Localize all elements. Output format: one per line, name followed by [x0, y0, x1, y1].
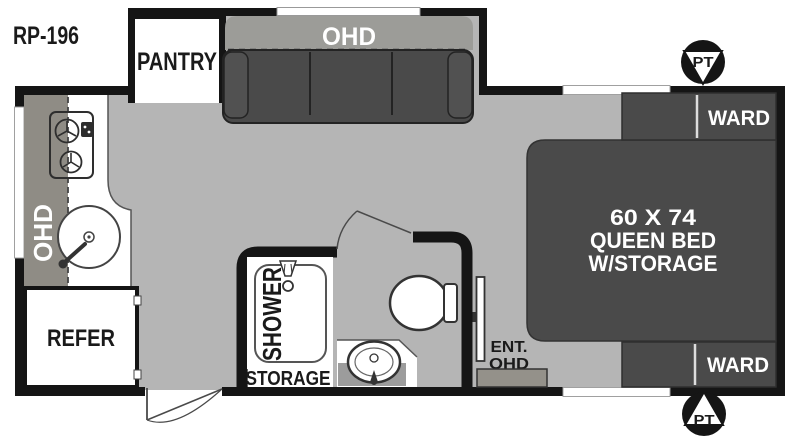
pantry-wall-left [128, 13, 135, 103]
pt-badge-top-label: PT [693, 54, 714, 71]
sofa-ohd-label: OHD [322, 23, 376, 51]
top-wall-left [15, 86, 136, 95]
bathroom-wall-right [413, 231, 473, 392]
bed-label-line2: QUEEN BED [590, 228, 716, 253]
sofa [222, 49, 474, 124]
kitchen-sink-drain-dot [87, 235, 91, 239]
top-window [562, 85, 671, 95]
bathroom-door-arc [336, 210, 358, 250]
storage-label: STORAGE [246, 368, 331, 390]
stove-burner-grate [62, 153, 80, 168]
refrigerator [23, 286, 139, 389]
bath-sink-drain [369, 353, 379, 363]
toilet-tank [443, 283, 458, 323]
pt-badge-bottom-label: PT [694, 412, 715, 429]
ent-ohd-label-line1: ENT. [491, 339, 528, 356]
left-window [14, 106, 25, 259]
stove-burner [59, 150, 83, 174]
right-wall [776, 86, 785, 396]
pantry [134, 15, 220, 103]
stove-knob [83, 125, 87, 129]
kitchen-ohd-label: OHD [28, 204, 58, 262]
entry-door-arc [146, 388, 223, 423]
ward-bottom-label: WARD [707, 354, 769, 377]
shower-label: SHOWER [257, 267, 287, 361]
entry-door-chord [146, 388, 223, 421]
stove [49, 111, 94, 179]
pt-badge-top: PT [681, 40, 725, 87]
pantry-label: PANTRY [137, 48, 217, 76]
pt-badge-bottom: PT [682, 389, 726, 436]
stove-knob [87, 130, 91, 134]
stove-burner-grate [57, 121, 77, 137]
shower-head-spray [283, 263, 293, 275]
bottom-window [562, 387, 671, 397]
kitchen-counter-edge [107, 95, 132, 288]
bottom-wall-right [222, 387, 785, 396]
bathroom-door-panel [356, 210, 412, 234]
pantry-wall-top [128, 13, 226, 19]
toilet [388, 274, 450, 332]
bathroom-wall-left [236, 246, 337, 392]
wardrobe-top [621, 92, 777, 141]
bed-label-line1: 60 X 74 [610, 205, 697, 230]
queen-bed [526, 139, 777, 342]
sofa-armrest-right [447, 51, 473, 119]
stove-burner [54, 118, 80, 144]
bottom-wall-left [15, 387, 145, 396]
kitchen-ohd-cabinet [24, 95, 68, 288]
ent-ohd-cabinet [476, 368, 548, 388]
ward-top-label: WARD [708, 107, 770, 130]
kitchen-faucet-handle [58, 259, 68, 269]
model-label: RP-196 [13, 22, 79, 50]
pt-badge-top-triangle [682, 50, 724, 87]
refrigerator-hinge [133, 369, 142, 380]
kitchen-faucet [64, 242, 87, 263]
bed-label-line3: W/STORAGE [589, 251, 718, 276]
bath-faucet [370, 370, 378, 385]
refer-label: REFER [47, 325, 115, 352]
storage-strip [248, 369, 333, 387]
slideout-window [276, 7, 421, 16]
kitchen-sink-drain [83, 231, 95, 243]
shower-knob [282, 280, 294, 292]
stove-control-panel [81, 122, 93, 137]
sofa-ohd-cabinet [225, 16, 473, 50]
bath-counter-edge [337, 339, 418, 358]
sofa-armrest-left [223, 51, 249, 119]
slideout-right-wall [479, 8, 487, 95]
wardrobe-bottom [621, 341, 777, 388]
tv-mount [472, 312, 477, 322]
pt-badge-bottom-triangle [683, 389, 725, 426]
refrigerator-hinge [133, 295, 142, 306]
tv [475, 276, 486, 362]
